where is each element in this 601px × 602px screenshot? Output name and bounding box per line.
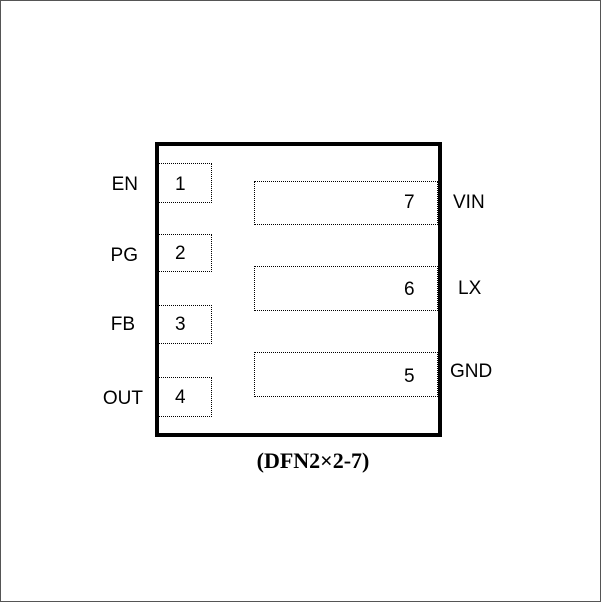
pad-4 (155, 377, 212, 417)
pad-6 (254, 266, 438, 311)
pin-name-pg: PG (110, 245, 138, 266)
pin-name-lx: LX (458, 278, 482, 299)
pin-name-en: EN (111, 174, 138, 195)
package-body (155, 142, 442, 437)
pin-name-gnd: GND (450, 361, 493, 382)
pin-name-fb: FB (110, 314, 135, 335)
pad-3 (155, 305, 212, 344)
pad-1 (155, 163, 212, 203)
package-caption: (DFN2×2-7) (256, 448, 370, 473)
pad-7 (254, 181, 438, 225)
pin-name-out: OUT (102, 388, 143, 409)
pin-number-1: 1 (175, 174, 186, 195)
pin-number-6: 6 (404, 279, 415, 300)
pad-5 (254, 352, 438, 397)
pad-2 (155, 234, 212, 272)
pin-number-2: 2 (175, 243, 186, 264)
pin-number-7: 7 (404, 192, 415, 213)
pin-number-4: 4 (175, 387, 186, 408)
pin-number-5: 5 (404, 366, 415, 387)
pin-number-3: 3 (175, 314, 186, 335)
pin-name-vin: VIN (453, 192, 485, 213)
